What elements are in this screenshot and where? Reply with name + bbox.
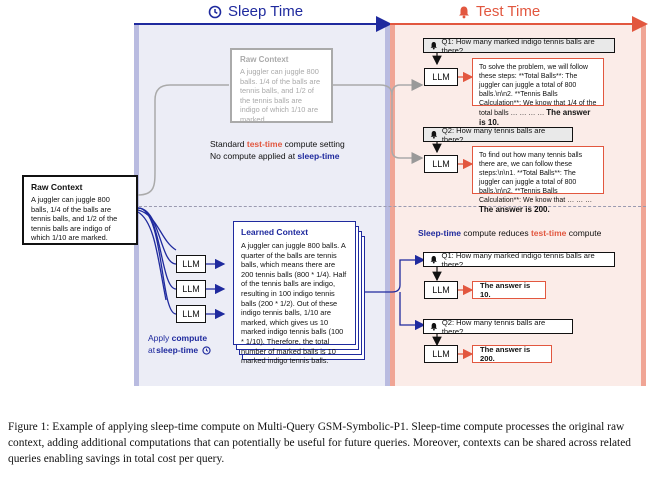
- answer-box-q2-verbose: To find out how many tennis balls there …: [472, 146, 604, 214]
- answer-final: The answer is 10.: [479, 108, 591, 127]
- answer-box-q1-short: The answer is 10.: [472, 281, 546, 299]
- std-note-text-d: No compute applied at: [210, 151, 298, 161]
- llm-box: LLM: [424, 68, 458, 86]
- std-note-text-a: Standard: [210, 139, 247, 149]
- raw-context-text: A juggler can juggle 800 balls, 1/4 of t…: [31, 195, 118, 243]
- learned-context: Learned Context A juggler can juggle 800…: [233, 221, 356, 365]
- apply-note-sleep-time: sleep-time: [156, 345, 199, 355]
- question-box-q2: Q2: How many tennis balls are there?: [423, 317, 573, 336]
- apply-note-at: at: [148, 345, 156, 355]
- section-divider: [134, 206, 646, 207]
- apply-compute-note: Apply compute at sleep-time: [148, 332, 211, 356]
- llm-box: LLM: [424, 155, 458, 173]
- reduce-note-compute: compute: [566, 228, 602, 238]
- answer-box-q1-verbose: To solve the problem, we will follow the…: [472, 58, 604, 127]
- bell-icon: [430, 42, 437, 50]
- llm-box: LLM: [424, 345, 458, 363]
- raw-context-grey-text: A juggler can juggle 800 balls. 1/4 of t…: [240, 67, 321, 124]
- reduce-compute-note: Sleep-time compute reduces test-time com…: [418, 228, 601, 238]
- answer-reasoning: To solve the problem, we will follow the…: [479, 64, 597, 117]
- question-text: Q2: How many tennis balls are there?: [441, 125, 546, 144]
- test-time-title: Test Time: [476, 3, 541, 20]
- apply-note-compute: compute: [171, 333, 208, 343]
- figure-caption: Figure 1: Example of applying sleep-time…: [8, 421, 631, 465]
- test-time-header: Test Time: [458, 3, 540, 20]
- reduce-note-sleep-time: Sleep-time: [418, 228, 461, 238]
- question-text: Q2: How many tennis balls are there?: [441, 317, 546, 336]
- std-note-text-c: compute setting: [282, 139, 345, 149]
- raw-context-grey-title: Raw Context: [240, 55, 289, 64]
- sleep-time-title: Sleep Time: [228, 3, 304, 20]
- bell-icon: [459, 6, 469, 18]
- clock-icon: [208, 5, 222, 18]
- std-note-sleep-time: sleep-time: [297, 151, 340, 161]
- answer-final: The answer is 200.: [479, 205, 550, 214]
- raw-context-title: Raw Context: [31, 182, 83, 192]
- bell-icon: [430, 256, 437, 264]
- apply-note-text: Apply: [148, 333, 172, 343]
- question-box-q1: Q1: How many marked indigo tennis balls …: [423, 250, 615, 269]
- bell-icon: [430, 130, 438, 139]
- question-text: Q1: How many marked indigo tennis balls …: [441, 250, 595, 269]
- question-box-q1: Q1: How many marked indigo tennis balls …: [423, 36, 615, 55]
- answer-reasoning: To find out how many tennis balls there …: [479, 152, 593, 204]
- clock-icon: [202, 345, 211, 355]
- standard-compute-note: Standard test-time compute setting No co…: [210, 138, 345, 162]
- llm-box: LLM: [176, 255, 206, 273]
- question-text: Q1: How many marked indigo tennis balls …: [441, 36, 595, 55]
- question-box-q2: Q2: How many tennis balls are there?: [423, 125, 573, 144]
- llm-box: LLM: [176, 280, 206, 298]
- llm-box: LLM: [424, 281, 458, 299]
- sleep-time-header: Sleep Time: [208, 3, 303, 20]
- std-note-test-time: test-time: [246, 139, 283, 149]
- raw-context-input: Raw Context A juggler can juggle 800 bal…: [22, 175, 138, 245]
- answer-box-q2-short: The answer is 200.: [472, 345, 552, 363]
- reduce-note-text: compute reduces: [461, 228, 531, 238]
- learned-context-text: A juggler can juggle 800 balls. A quarte…: [241, 241, 347, 366]
- llm-box: LLM: [176, 305, 206, 323]
- raw-context-grey: Raw Context A juggler can juggle 800 bal…: [230, 48, 333, 124]
- bell-icon: [430, 322, 438, 331]
- learned-context-title: Learned Context: [241, 227, 309, 237]
- reduce-note-test-time: test-time: [530, 228, 567, 238]
